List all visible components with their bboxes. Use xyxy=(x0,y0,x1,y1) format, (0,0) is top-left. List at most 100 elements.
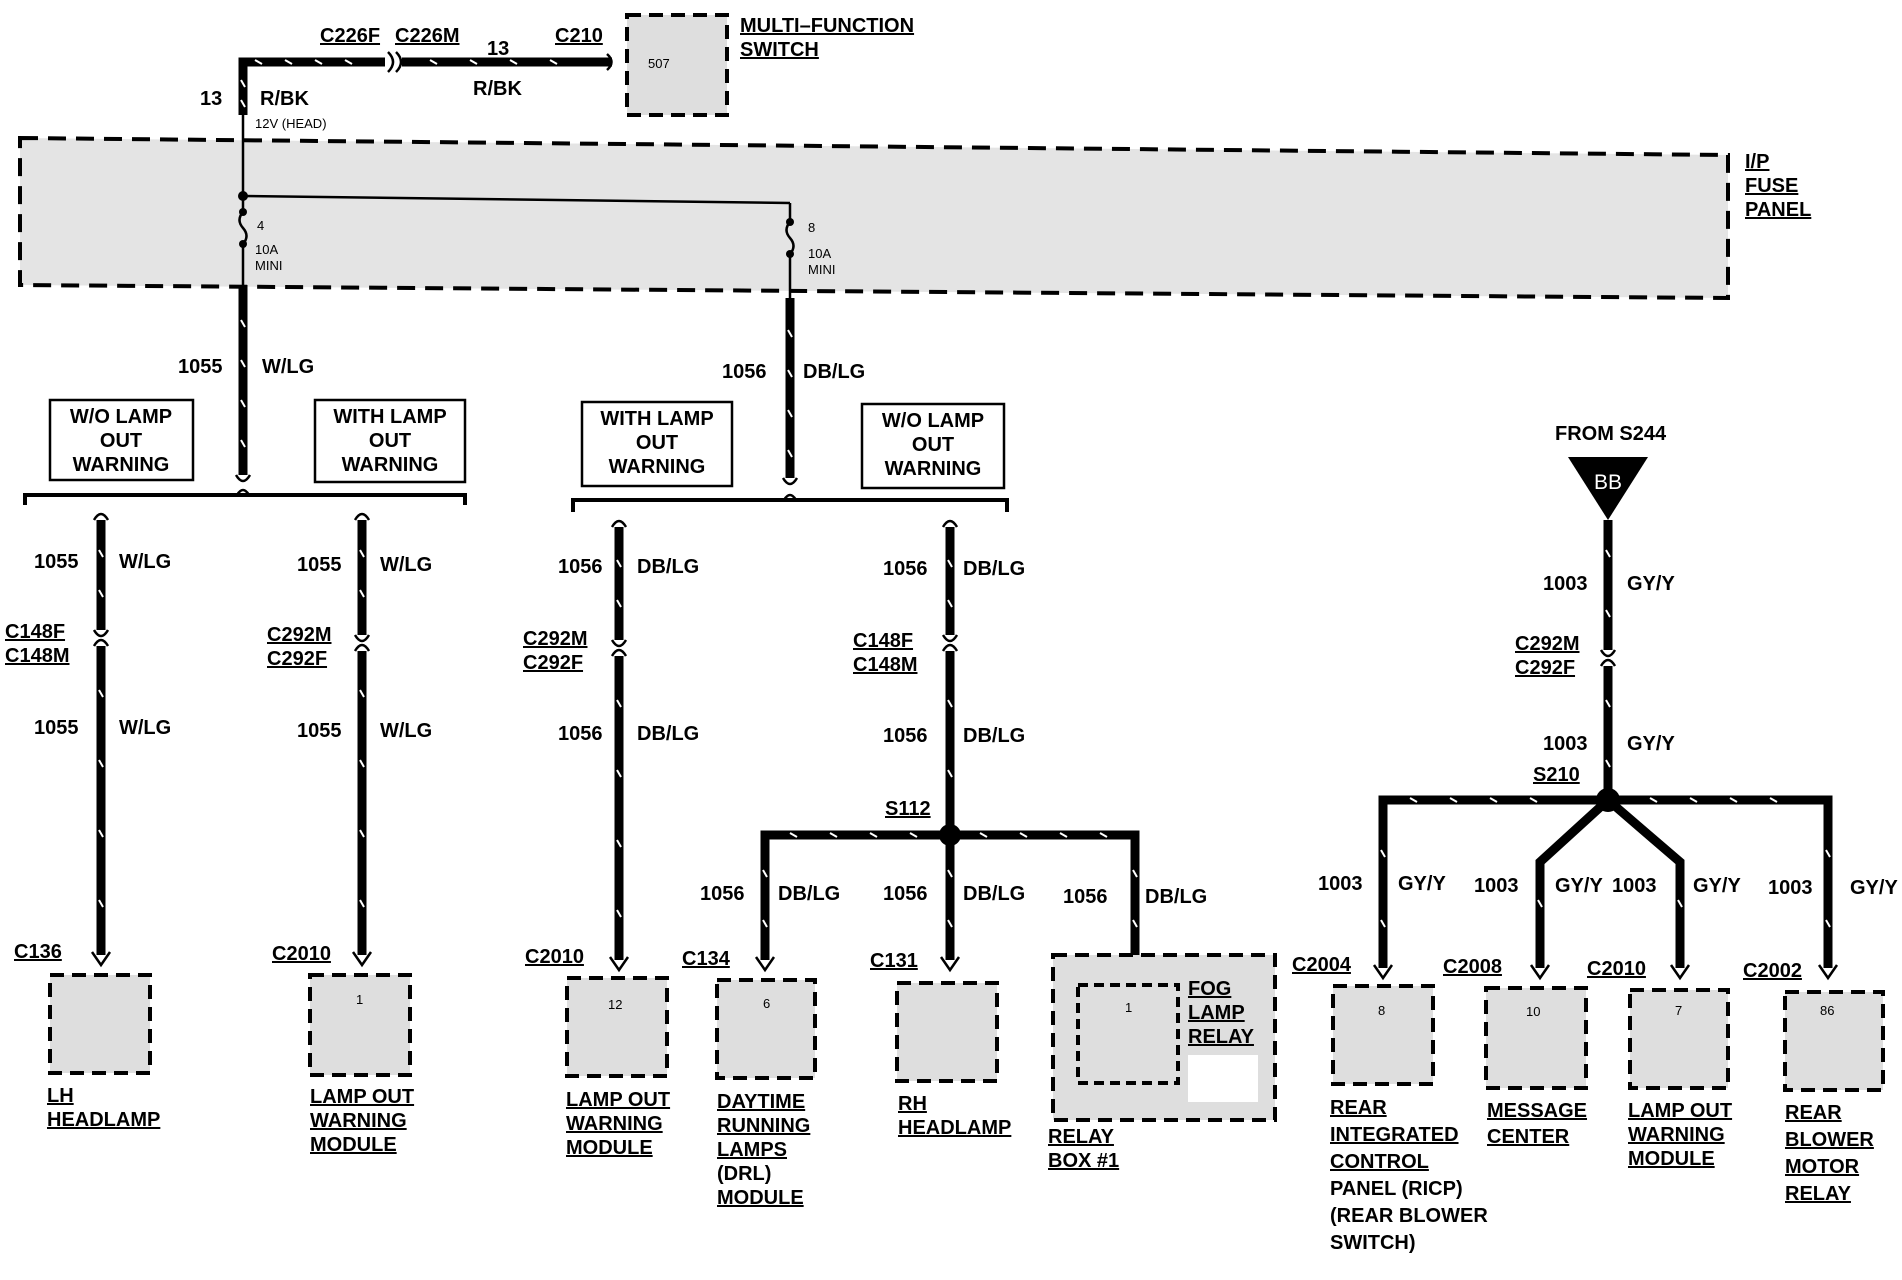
option-box-with-lamp-out xyxy=(313,398,467,484)
wire-color: R/BK xyxy=(473,78,522,100)
wire-color: DB/LG xyxy=(1145,886,1207,908)
option-label: WARNING xyxy=(609,456,706,478)
top-feed: C226F C226M C210 13 R/BK 13 R/BK 12V (HE… xyxy=(200,13,914,131)
circuit-number: 1055 xyxy=(34,551,79,573)
component-label: MODULE xyxy=(310,1134,397,1156)
circuit-number: 1056 xyxy=(558,556,603,578)
pin-number: 507 xyxy=(648,56,670,71)
component-label: WARNING xyxy=(310,1110,407,1132)
wire-color: GY/Y xyxy=(1627,573,1675,595)
pin-number: 86 xyxy=(1820,1003,1834,1018)
circuit-number: 1003 xyxy=(1612,875,1657,897)
pin-number: 8 xyxy=(1378,1003,1385,1018)
connector-label: C292F xyxy=(523,652,583,674)
component-label: RELAY xyxy=(1785,1183,1852,1205)
pin-number: 1 xyxy=(1125,1000,1132,1015)
splice-label: S210 xyxy=(1533,764,1580,786)
relay-box-empty-area xyxy=(1188,1055,1258,1102)
component-label: (DRL) xyxy=(717,1163,771,1185)
fuse-8-symbol xyxy=(785,221,795,255)
circuit-number: 1003 xyxy=(1318,873,1363,895)
circuit-number: 1003 xyxy=(1768,877,1813,899)
fuse-rating: 10A xyxy=(808,246,831,261)
wire-color: W/LG xyxy=(380,554,432,576)
connector-label: C226F xyxy=(320,25,380,47)
wire-color: W/LG xyxy=(262,356,314,378)
drl-module-box xyxy=(715,978,817,1080)
ricp-box xyxy=(1331,984,1435,1086)
component-label: FOG xyxy=(1188,978,1231,1000)
component-label: MODULE xyxy=(566,1137,653,1159)
connector-label: C148M xyxy=(853,654,917,676)
component-label: MODULE xyxy=(717,1187,804,1209)
ip-fuse-panel: I/P FUSE PANEL 4 10A MINI 8 10A MINI xyxy=(18,115,1811,301)
wire-color: GY/Y xyxy=(1627,733,1675,755)
component-label: REAR xyxy=(1330,1097,1387,1119)
connector-label: C148F xyxy=(853,630,913,652)
component-label: WARNING xyxy=(1628,1124,1725,1146)
connector-label: C292M xyxy=(523,628,587,650)
wire-color: DB/LG xyxy=(778,883,840,905)
wire-color: DB/LG xyxy=(963,725,1025,747)
connector-label: C292F xyxy=(1515,657,1575,679)
fog-lamp-relay-box xyxy=(1076,983,1180,1085)
fuse-panel-outline xyxy=(18,135,1730,301)
component-label: MOTOR xyxy=(1785,1156,1860,1178)
option-label: OUT xyxy=(636,432,678,454)
splice-s112 xyxy=(939,824,961,846)
option-label: OUT xyxy=(369,430,411,452)
option-bracket xyxy=(23,493,467,505)
connector-label: C131 xyxy=(870,950,918,972)
fuse-rating: MINI xyxy=(808,262,835,277)
connector-label: C210 xyxy=(555,25,603,47)
component-label: (REAR BLOWER xyxy=(1330,1205,1488,1227)
wire-color: DB/LG xyxy=(637,723,699,745)
circuit-number: 1056 xyxy=(883,883,928,905)
wire-color: W/LG xyxy=(119,551,171,573)
option-label: WARNING xyxy=(73,454,170,476)
connector-label: C2002 xyxy=(1743,960,1802,982)
fuse-number: 8 xyxy=(808,220,815,235)
circuit-number: 1055 xyxy=(297,720,342,742)
option-label: W/O LAMP xyxy=(70,406,172,428)
component-label: SWITCH) xyxy=(1330,1232,1416,1254)
circuit-number: 1003 xyxy=(1543,573,1588,595)
option-label: WITH LAMP xyxy=(600,408,713,430)
pin-number: 7 xyxy=(1675,1003,1682,1018)
wire-color: W/LG xyxy=(119,717,171,739)
circuit-number: 1055 xyxy=(178,356,223,378)
option-label: WITH LAMP xyxy=(333,406,446,428)
component-label: RH xyxy=(898,1093,927,1115)
component-label: BOX #1 xyxy=(1048,1150,1119,1172)
component-label: LAMP OUT xyxy=(566,1089,670,1111)
panel-label: PANEL xyxy=(1745,199,1811,221)
bb-source-triangle xyxy=(1568,457,1648,520)
pin-number: 10 xyxy=(1526,1004,1540,1019)
lamp-out-warning-module-box xyxy=(308,973,412,1077)
circuit-1003-group: FROM S244 BB 1003 GY/Y C292M C292F 1003 … xyxy=(1292,423,1898,1254)
fuse-rating: 10A xyxy=(255,242,278,257)
circuit-number: 1056 xyxy=(700,883,745,905)
wire-color: DB/LG xyxy=(963,558,1025,580)
pin-number: 12 xyxy=(608,997,622,1012)
component-label: RUNNING xyxy=(717,1115,810,1137)
component-label: BLOWER xyxy=(1785,1129,1874,1151)
wire-color: GY/Y xyxy=(1398,873,1446,895)
source-code: BB xyxy=(1594,471,1622,494)
component-label: CONTROL xyxy=(1330,1151,1429,1173)
circuit-number: 1003 xyxy=(1474,875,1519,897)
rh-headlamp-box xyxy=(895,981,999,1083)
connector-label: C2010 xyxy=(272,943,331,965)
connector-label: C136 xyxy=(14,941,62,963)
circuit-number: 13 xyxy=(200,88,222,110)
circuit-number: 1056 xyxy=(1063,886,1108,908)
component-label: LAMP xyxy=(1188,1002,1245,1024)
connector-label: C226M xyxy=(395,25,459,47)
circuit-number: 1056 xyxy=(722,361,767,383)
circuit-1056-group: 1056 DB/LG WITH LAMP OUT WARNING W/O LAM… xyxy=(523,298,1277,1209)
wire-color: DB/LG xyxy=(963,883,1025,905)
component-label: DAYTIME xyxy=(717,1091,805,1113)
source-label: FROM S244 xyxy=(1555,423,1667,445)
component-label: HEADLAMP xyxy=(47,1109,160,1131)
